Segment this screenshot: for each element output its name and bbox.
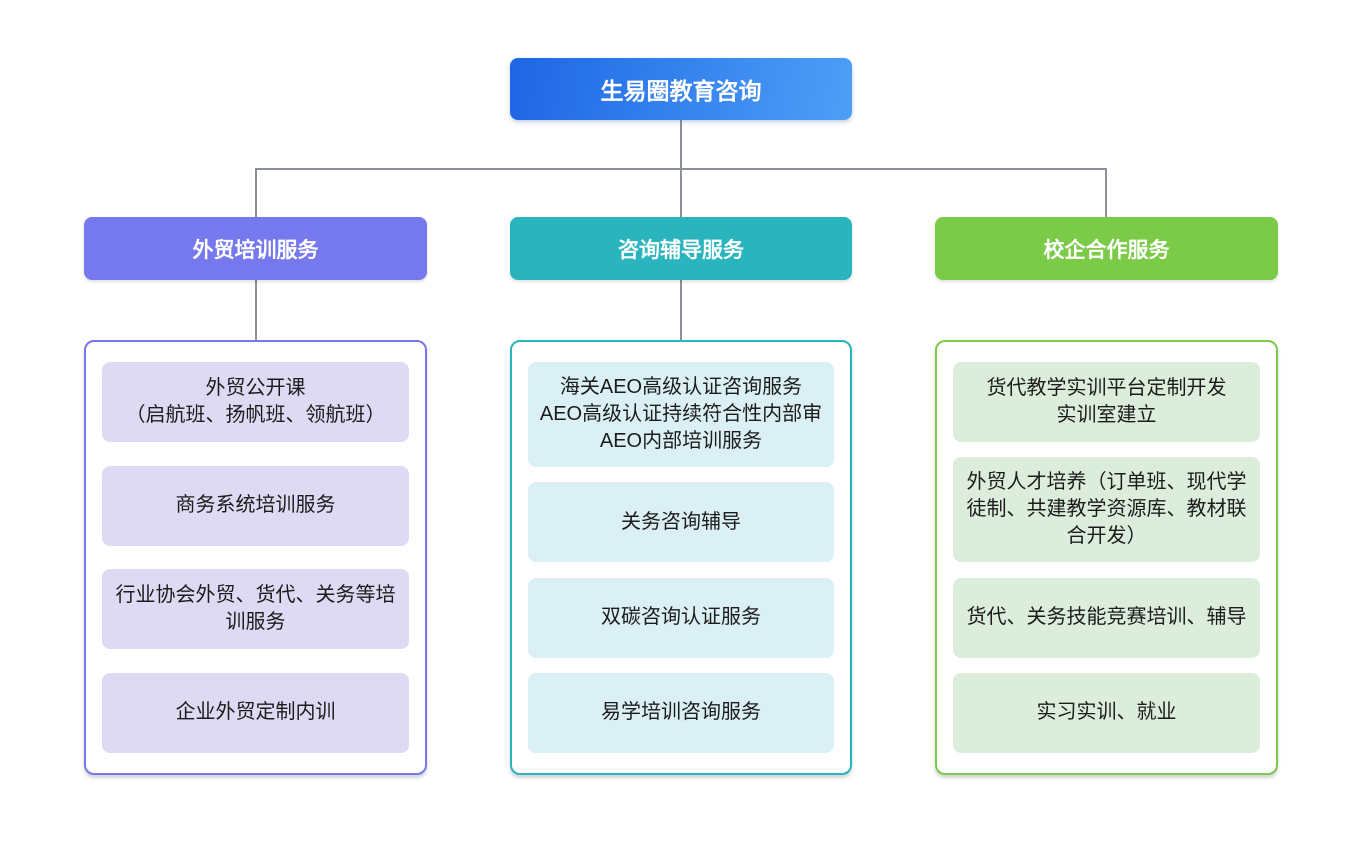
service-item[interactable]: 易学培训咨询服务	[528, 672, 834, 753]
connector-drop-branch-2	[680, 168, 682, 217]
branch-header-label: 咨询辅导服务	[618, 238, 744, 262]
branch-header-label: 校企合作服务	[1043, 238, 1170, 262]
service-item[interactable]: 双碳咨询认证服务	[528, 577, 834, 658]
branch-header-consulting-tutoring[interactable]: 咨询辅导服务	[510, 217, 852, 280]
service-item[interactable]: 外贸公开课 （启航班、扬帆班、领航班）	[102, 362, 409, 442]
service-item[interactable]: 商务系统培训服务	[102, 465, 409, 546]
service-item[interactable]: 外贸人才培养（订单班、现代学徒制、共建教学资源库、教材联合开发）	[953, 457, 1260, 563]
connector-header-panel-2	[680, 280, 682, 340]
branch-panel-consulting-tutoring: 海关AEO高级认证咨询服务 AEO高级认证持续符合性内部审 AEO内部培训服务 …	[510, 340, 852, 775]
branch-header-label: 外贸培训服务	[192, 238, 319, 262]
branch-panel-school-enterprise: 货代教学实训平台定制开发 实训室建立 外贸人才培养（订单班、现代学徒制、共建教学…	[935, 340, 1278, 775]
branch-panel-foreign-trade-training: 外贸公开课 （启航班、扬帆班、领航班） 商务系统培训服务 行业协会外贸、货代、关…	[84, 340, 427, 775]
connector-root-stem	[680, 120, 682, 169]
connector-header-panel-1	[255, 280, 257, 340]
service-item[interactable]: 货代教学实训平台定制开发 实训室建立	[953, 362, 1260, 442]
service-item[interactable]: 实习实训、就业	[953, 672, 1260, 753]
service-item[interactable]: 关务咨询辅导	[528, 482, 834, 563]
root-node[interactable]: 生易圈教育咨询	[510, 58, 852, 120]
connector-drop-branch-1	[255, 168, 257, 217]
root-node-label: 生易圈教育咨询	[600, 78, 762, 104]
service-item[interactable]: 企业外贸定制内训	[102, 672, 409, 753]
branch-header-foreign-trade-training[interactable]: 外贸培训服务	[84, 217, 427, 280]
branch-header-school-enterprise[interactable]: 校企合作服务	[935, 217, 1278, 280]
connector-drop-branch-3	[1105, 168, 1107, 217]
service-item[interactable]: 货代、关务技能竞赛培训、辅导	[953, 577, 1260, 658]
service-item[interactable]: 海关AEO高级认证咨询服务 AEO高级认证持续符合性内部审 AEO内部培训服务	[528, 362, 834, 467]
service-item[interactable]: 行业协会外贸、货代、关务等培训服务	[102, 569, 409, 650]
